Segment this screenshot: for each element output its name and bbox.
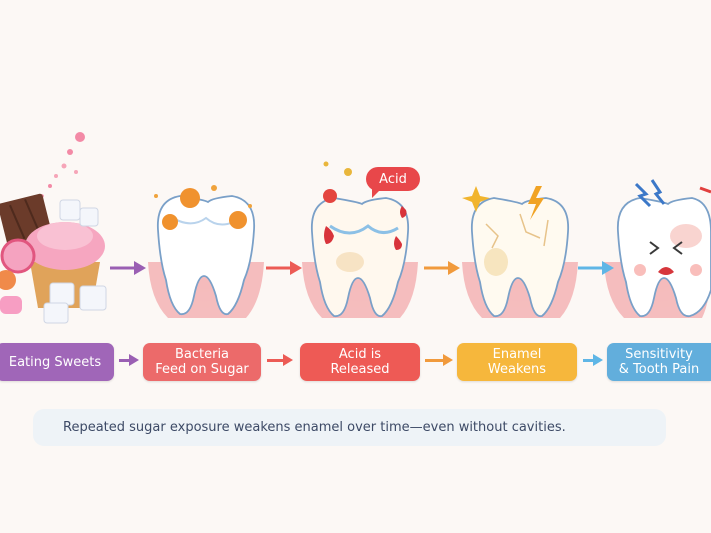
label-arrow-2	[267, 354, 293, 366]
caption-box: Repeated sugar exposure weakens enamel o…	[33, 409, 666, 446]
tooth-acid	[298, 161, 422, 328]
sweets-illustration	[0, 132, 107, 324]
stage-label-text: Acid is Released	[330, 347, 390, 377]
stage-label-bacteria: Bacteria Feed on Sugar	[143, 343, 261, 381]
stage-label-eating-sweets: Eating Sweets	[0, 343, 114, 381]
label-arrow-4	[583, 354, 603, 366]
stage-label-text: Eating Sweets	[8, 354, 102, 370]
label-arrow-1	[119, 354, 139, 366]
stage-label-text: Enamel Weakens	[487, 347, 547, 377]
tooth-weakened-enamel	[458, 186, 582, 328]
stage-label-text: Sensitivity & Tooth Pain	[618, 347, 700, 377]
stage-label-enamel: Enamel Weakens	[457, 343, 577, 381]
caption-text: Repeated sugar exposure weakens enamel o…	[63, 420, 566, 435]
acid-tag: Acid	[366, 167, 420, 198]
stage-label-sensitivity: Sensitivity & Tooth Pain	[607, 343, 711, 381]
stage-label-text: Bacteria Feed on Sugar	[155, 347, 249, 377]
illustration-arrows	[110, 261, 614, 275]
label-arrow-3	[425, 354, 453, 366]
tooth-bacteria	[143, 185, 267, 328]
tooth-sensitive	[598, 179, 711, 328]
stage-label-acid: Acid is Released	[300, 343, 420, 381]
acid-tag-text: Acid	[379, 171, 407, 187]
